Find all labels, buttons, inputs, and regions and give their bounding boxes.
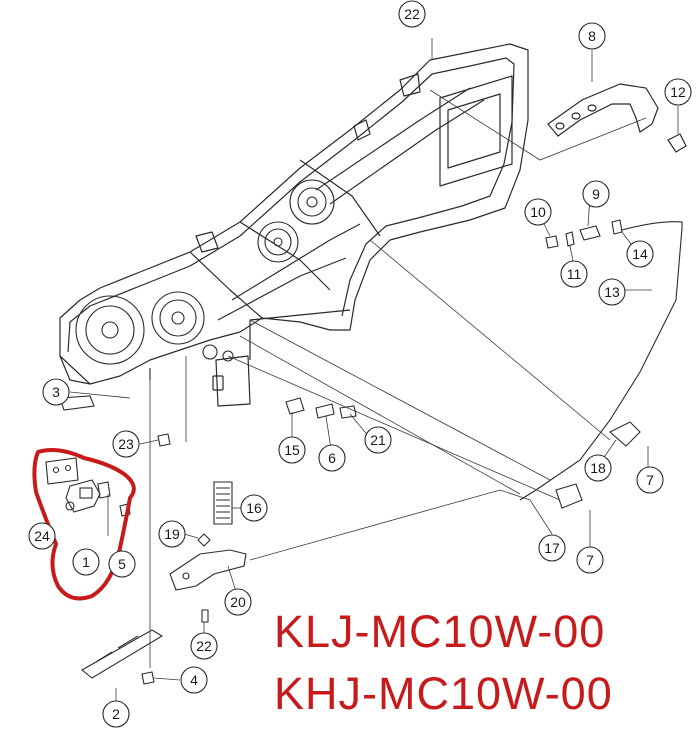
callout-label: 12 [670, 84, 686, 100]
callout-5: 5 [108, 550, 136, 578]
callout-label: 4 [190, 672, 198, 688]
feeder-frame [59, 43, 529, 407]
callout-label: 7 [586, 552, 594, 568]
highlight-outline [32, 448, 136, 601]
callout-label: 1 [82, 554, 90, 570]
part-bracket-assembly [45, 457, 131, 517]
callout-12: 12 [664, 78, 692, 106]
callout-2: 2 [102, 700, 130, 728]
callout-label: 15 [284, 442, 300, 458]
callout-7-lower: 7 [576, 546, 604, 574]
callout-label: 21 [370, 432, 386, 448]
callout-label: 6 [328, 450, 336, 466]
callout-22-top: 22 [398, 0, 426, 28]
callout-20: 20 [224, 588, 252, 616]
callout-23: 23 [112, 430, 140, 458]
model-number-klj: KLJ-MC10W-00 [274, 606, 606, 657]
callout-14: 14 [626, 240, 654, 268]
callout-label: 9 [592, 186, 600, 202]
part-handle [547, 83, 687, 153]
callout-label: 22 [404, 6, 420, 22]
callout-4: 4 [180, 666, 208, 694]
callout-label: 24 [34, 528, 50, 544]
model-number-khj: KHJ-MC10W-00 [274, 668, 613, 719]
callout-22-bottom: 22 [190, 632, 218, 660]
callout-label: 23 [118, 436, 134, 452]
feeder-gears [75, 179, 335, 365]
leader-lines [69, 38, 679, 702]
callout-18: 18 [584, 454, 612, 482]
callout-label: 18 [590, 460, 606, 476]
callout-15: 15 [278, 436, 306, 464]
callout-label: 11 [567, 266, 582, 282]
callout-label: 7 [646, 472, 654, 488]
callout-label: 16 [246, 500, 262, 516]
callout-11: 11 [560, 260, 588, 288]
callout-16: 16 [240, 494, 268, 522]
callout-8: 8 [578, 22, 606, 50]
callout-24: 24 [28, 522, 56, 550]
callout-label: 3 [52, 384, 60, 400]
callout-10: 10 [524, 198, 552, 226]
callout-17: 17 [538, 534, 566, 562]
callout-21: 21 [364, 426, 392, 454]
callout-label: 13 [604, 284, 620, 300]
part-small-pieces [59, 219, 683, 685]
callout-label: 14 [632, 246, 648, 262]
callout-9: 9 [582, 180, 610, 208]
callout-13: 13 [598, 278, 626, 306]
callout-label: 17 [544, 540, 560, 556]
callout-1: 1 [72, 548, 100, 576]
callout-3: 3 [42, 378, 70, 406]
callout-label: 22 [196, 638, 212, 654]
callout-label: 8 [588, 28, 596, 44]
callout-label: 19 [164, 526, 180, 542]
callout-label: 2 [112, 706, 120, 722]
callout-19: 19 [158, 520, 186, 548]
callout-7-upper: 7 [636, 466, 664, 494]
callout-6: 6 [318, 444, 346, 472]
callout-label: 20 [230, 594, 246, 610]
callout-label: 10 [530, 204, 546, 220]
callout-label: 5 [118, 556, 126, 572]
